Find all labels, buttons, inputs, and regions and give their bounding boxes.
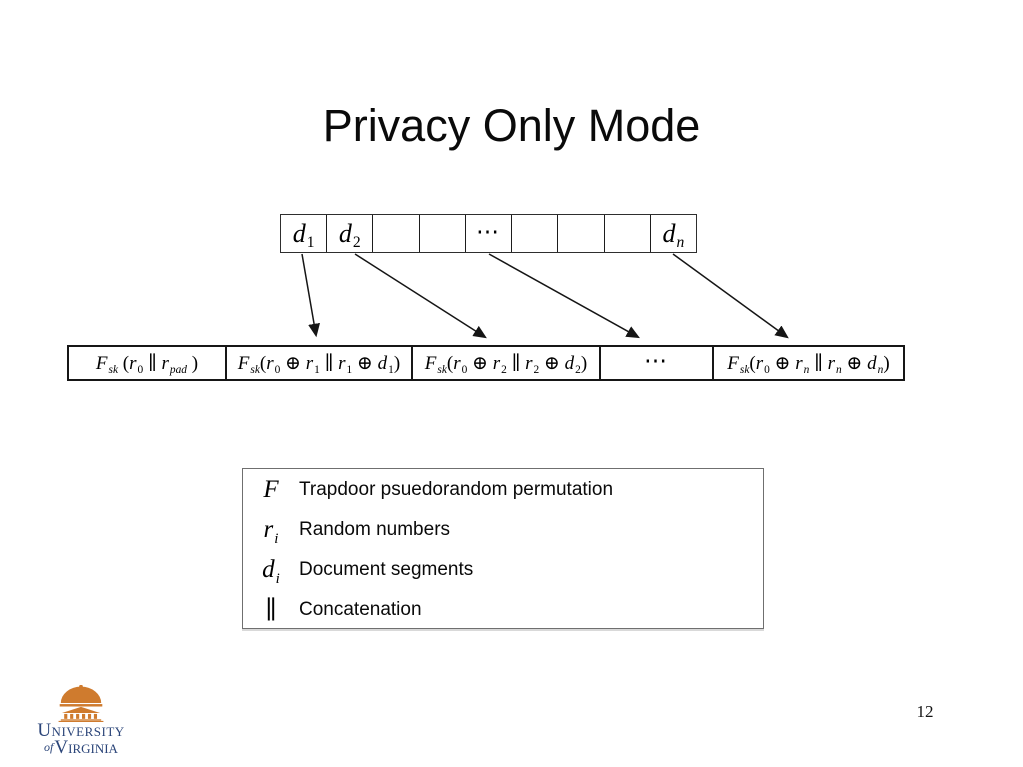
symbol-di: di — [262, 556, 280, 587]
segment-cell-d2: d2 — [327, 215, 374, 252]
logo-of-text: of — [44, 740, 54, 754]
segment-label: dn — [662, 218, 685, 252]
legend-symbol: ∥ — [243, 595, 299, 625]
arrow-dn-to-block5 — [672, 253, 789, 339]
segment-label: d1 — [292, 218, 315, 252]
ellipsis-label: ⋯ — [475, 218, 501, 244]
legend-row-ri: ri Random numbers — [243, 510, 763, 550]
segment-cell-empty — [420, 215, 466, 252]
rotunda-icon — [58, 685, 104, 722]
segment-cell-dn: dn — [651, 215, 696, 252]
segment-cell-empty — [373, 215, 420, 252]
slide-title: Privacy Only Mode — [322, 100, 701, 151]
legend-box: F Trapdoor psuedorandom permutation ri R… — [242, 468, 764, 629]
arrow-d2-to-block3 — [354, 253, 487, 339]
legend-row-di: di Document segments — [243, 550, 763, 590]
legend-description: Random numbers — [299, 519, 451, 540]
legend-description: Trapdoor psuedorandom permutation — [299, 479, 614, 500]
page-number: 12 — [916, 702, 934, 721]
ciphertext-cell-2: Fsk(r0 ⊕ r1 ∥ r1 ⊕ d1) — [227, 347, 413, 379]
legend-description: Concatenation — [299, 599, 422, 620]
legend-symbol: F — [243, 476, 299, 504]
logo-university-text: University — [37, 720, 125, 741]
ciphertext-cell-1: Fsk (r0 ∥ rpad ) — [69, 347, 227, 379]
formula: Fsk(r0 ⊕ r1 ∥ r1 ⊕ d1) — [237, 352, 401, 376]
ciphertext-cell-5: Fsk(r0 ⊕ rn ∥ rn ⊕ dn) — [714, 347, 903, 379]
symbol-F: F — [263, 476, 279, 503]
legend-symbol: ri — [243, 516, 299, 547]
symbol-ri: ri — [263, 516, 279, 547]
logo-virginia-line: ofVirginia — [26, 737, 136, 758]
legend-symbol: di — [243, 556, 299, 587]
ciphertext-cell-3: Fsk(r0 ⊕ r2 ∥ r2 ⊕ d2) — [413, 347, 601, 379]
arrow-d1-to-block2 — [301, 253, 320, 338]
segment-label: d2 — [338, 218, 361, 252]
segment-cell-d1: d1 — [281, 215, 328, 252]
segment-cell-empty — [512, 215, 559, 252]
logo-virginia-text: Virginia — [54, 737, 118, 758]
formula: Fsk(r0 ⊕ rn ∥ rn ⊕ dn) — [727, 352, 890, 376]
legend-row-F: F Trapdoor psuedorandom permutation — [243, 470, 763, 510]
symbol-concat: ∥ — [265, 597, 277, 624]
uva-logo: University ofVirginia — [26, 685, 136, 758]
ciphertext-cell-ellipsis: ⋯ — [601, 347, 714, 379]
document-segments-row: d1 d2 ⋯ dn — [280, 214, 697, 253]
segment-cell-empty — [605, 215, 651, 252]
formula: Fsk(r0 ⊕ r2 ∥ r2 ⊕ d2) — [424, 352, 588, 376]
segment-cell-ellipsis: ⋯ — [466, 215, 513, 252]
arrow-ellipsis-to-block4 — [488, 253, 640, 339]
legend-description: Document segments — [299, 559, 474, 580]
legend-row-concat: ∥ Concatenation — [243, 590, 763, 630]
segment-cell-empty — [558, 215, 605, 252]
formula: Fsk (r0 ∥ rpad ) — [95, 352, 199, 376]
ciphertext-row: Fsk (r0 ∥ rpad ) Fsk(r0 ⊕ r1 ∥ r1 ⊕ d1) … — [67, 345, 905, 381]
ellipsis-label: ⋯ — [644, 347, 669, 373]
